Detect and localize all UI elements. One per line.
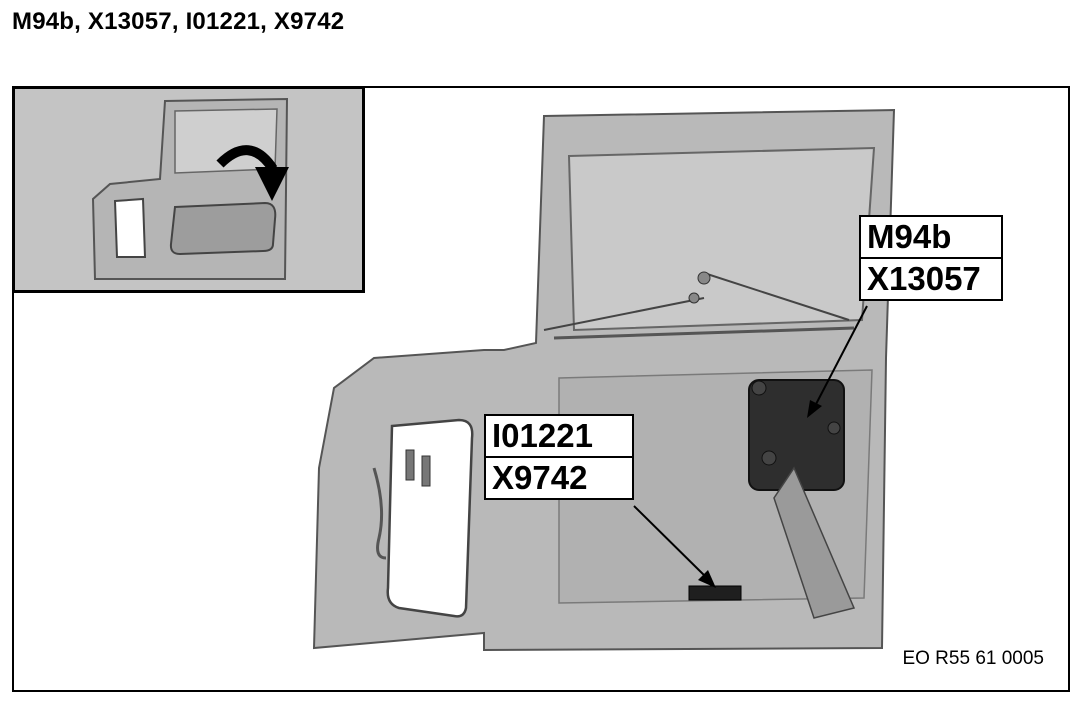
inset-side-opening [113, 197, 147, 258]
window-glass [567, 146, 876, 332]
motor-bolt [827, 421, 841, 435]
main-illustration-frame: EO R55 61 0005 [12, 86, 1070, 692]
page-title: M94b, X13057, I01221, X9742 [12, 8, 345, 35]
cable-pulley [688, 292, 700, 304]
callout-sensor: I01221 X9742 [484, 414, 634, 500]
motor-bolt [751, 380, 767, 396]
inset-illustration [91, 97, 289, 280]
callout-sensor-connector: X9742 [486, 456, 632, 498]
wiring-harness [372, 467, 387, 560]
callout-motor-connector: X13057 [861, 257, 1001, 299]
inset-handle-recess [169, 201, 277, 256]
figure-code: EO R55 61 0005 [902, 648, 1044, 669]
leader-line-motor [813, 305, 868, 409]
regulator-bracket [773, 466, 856, 619]
sensor-connector [688, 585, 742, 601]
leader-arrow-sensor [698, 570, 716, 588]
callout-sensor-code: I01221 [492, 417, 593, 454]
regulator-cable [543, 297, 705, 331]
rotate-arrow-icon [216, 145, 278, 172]
wire-connector [405, 449, 415, 481]
inset-detail-frame [12, 86, 365, 293]
callout-motor-code: M94b [867, 218, 952, 255]
motor-bolt [761, 450, 777, 466]
rotate-arrow-head [255, 167, 289, 201]
leader-arrow-motor [807, 400, 822, 418]
wire-connector [421, 455, 431, 487]
window-rail [553, 326, 855, 340]
leader-line-sensor [633, 505, 710, 581]
regulator-cable [703, 272, 850, 321]
door-illustration [312, 108, 896, 652]
handle-opening [386, 418, 474, 618]
callout-motor: M94b X13057 [859, 215, 1003, 301]
cable-pulley [697, 271, 711, 285]
